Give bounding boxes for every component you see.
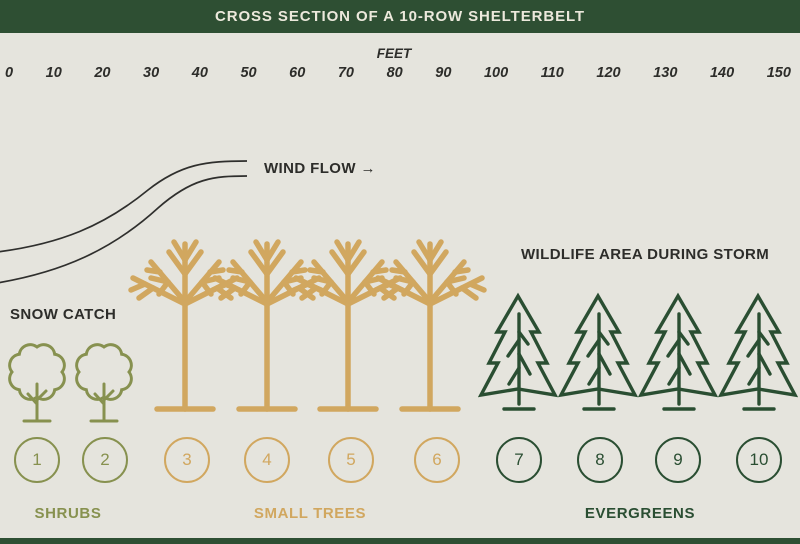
scale-tick: 20 (94, 65, 111, 81)
row-number: 1 (32, 450, 42, 469)
row-number: 5 (346, 450, 356, 469)
row-number-circle: 3 (164, 437, 210, 483)
row-number: 6 (432, 450, 442, 469)
row-number-circle: 9 (655, 437, 701, 483)
small-tree-icon (291, 239, 405, 412)
scale-unit-label: FEET (376, 46, 412, 61)
scale-tick: 120 (596, 65, 621, 81)
scale-tick: 150 (766, 65, 791, 81)
row-number: 9 (673, 450, 683, 469)
row-number: 2 (100, 450, 110, 469)
shrub-icon (8, 343, 66, 423)
row-number-circle: 10 (736, 437, 782, 483)
scale-tick: 70 (337, 65, 354, 81)
scale-tick: 10 (45, 65, 62, 81)
group-label-shrubs: SHRUBS (34, 505, 102, 522)
row-number-circle: 5 (328, 437, 374, 483)
group-label-evergreens: EVERGREENS (584, 505, 696, 522)
scale-tick: 80 (386, 65, 403, 81)
scale-tick: 130 (653, 65, 678, 81)
wind-flow-label: WIND FLOW → (264, 160, 376, 177)
scale-tick: 60 (289, 65, 306, 81)
row-number: 10 (749, 450, 769, 469)
evergreen-icon (638, 292, 718, 411)
row-number-circle: 7 (496, 437, 542, 483)
row-number: 3 (182, 450, 192, 469)
row-number: 7 (514, 450, 524, 469)
evergreen-icon (478, 292, 558, 411)
row-number-circle: 1 (14, 437, 60, 483)
evergreen-icon (718, 292, 798, 411)
row-number: 8 (595, 450, 605, 469)
scale-tick: 140 (709, 65, 735, 81)
page-title: CROSS SECTION OF A 10-ROW SHELTERBELT (215, 8, 585, 25)
row-number-circle: 8 (577, 437, 623, 483)
row-number-circle: 2 (82, 437, 128, 483)
feet-scale: 0 10 20 30 40 50 60 70 80 90 100 110 120… (5, 65, 791, 81)
scale-tick: 30 (143, 65, 160, 81)
footer-bar (0, 538, 800, 544)
small-tree-icon (373, 239, 487, 412)
shrub-icon (75, 343, 133, 423)
scale-tick: 90 (435, 65, 452, 81)
small-tree-icon (128, 239, 242, 412)
row-number-circle: 4 (244, 437, 290, 483)
row-number: 4 (262, 450, 272, 469)
small-tree-icon (210, 239, 324, 412)
evergreen-icon (558, 292, 638, 411)
group-label-small-trees: SMALL TREES (253, 505, 367, 522)
row-number-circle: 6 (414, 437, 460, 483)
scale-tick: 0 (5, 65, 14, 81)
scale-tick: 110 (540, 65, 564, 81)
scale-tick: 40 (191, 65, 208, 81)
title-bar: CROSS SECTION OF A 10-ROW SHELTERBELT (0, 0, 800, 33)
wildlife-area-label: WILDLIFE AREA DURING STORM (521, 246, 770, 263)
scale-tick: 100 (483, 65, 509, 81)
snow-catch-label: SNOW CATCH (10, 306, 117, 323)
scale-tick: 50 (240, 65, 257, 81)
